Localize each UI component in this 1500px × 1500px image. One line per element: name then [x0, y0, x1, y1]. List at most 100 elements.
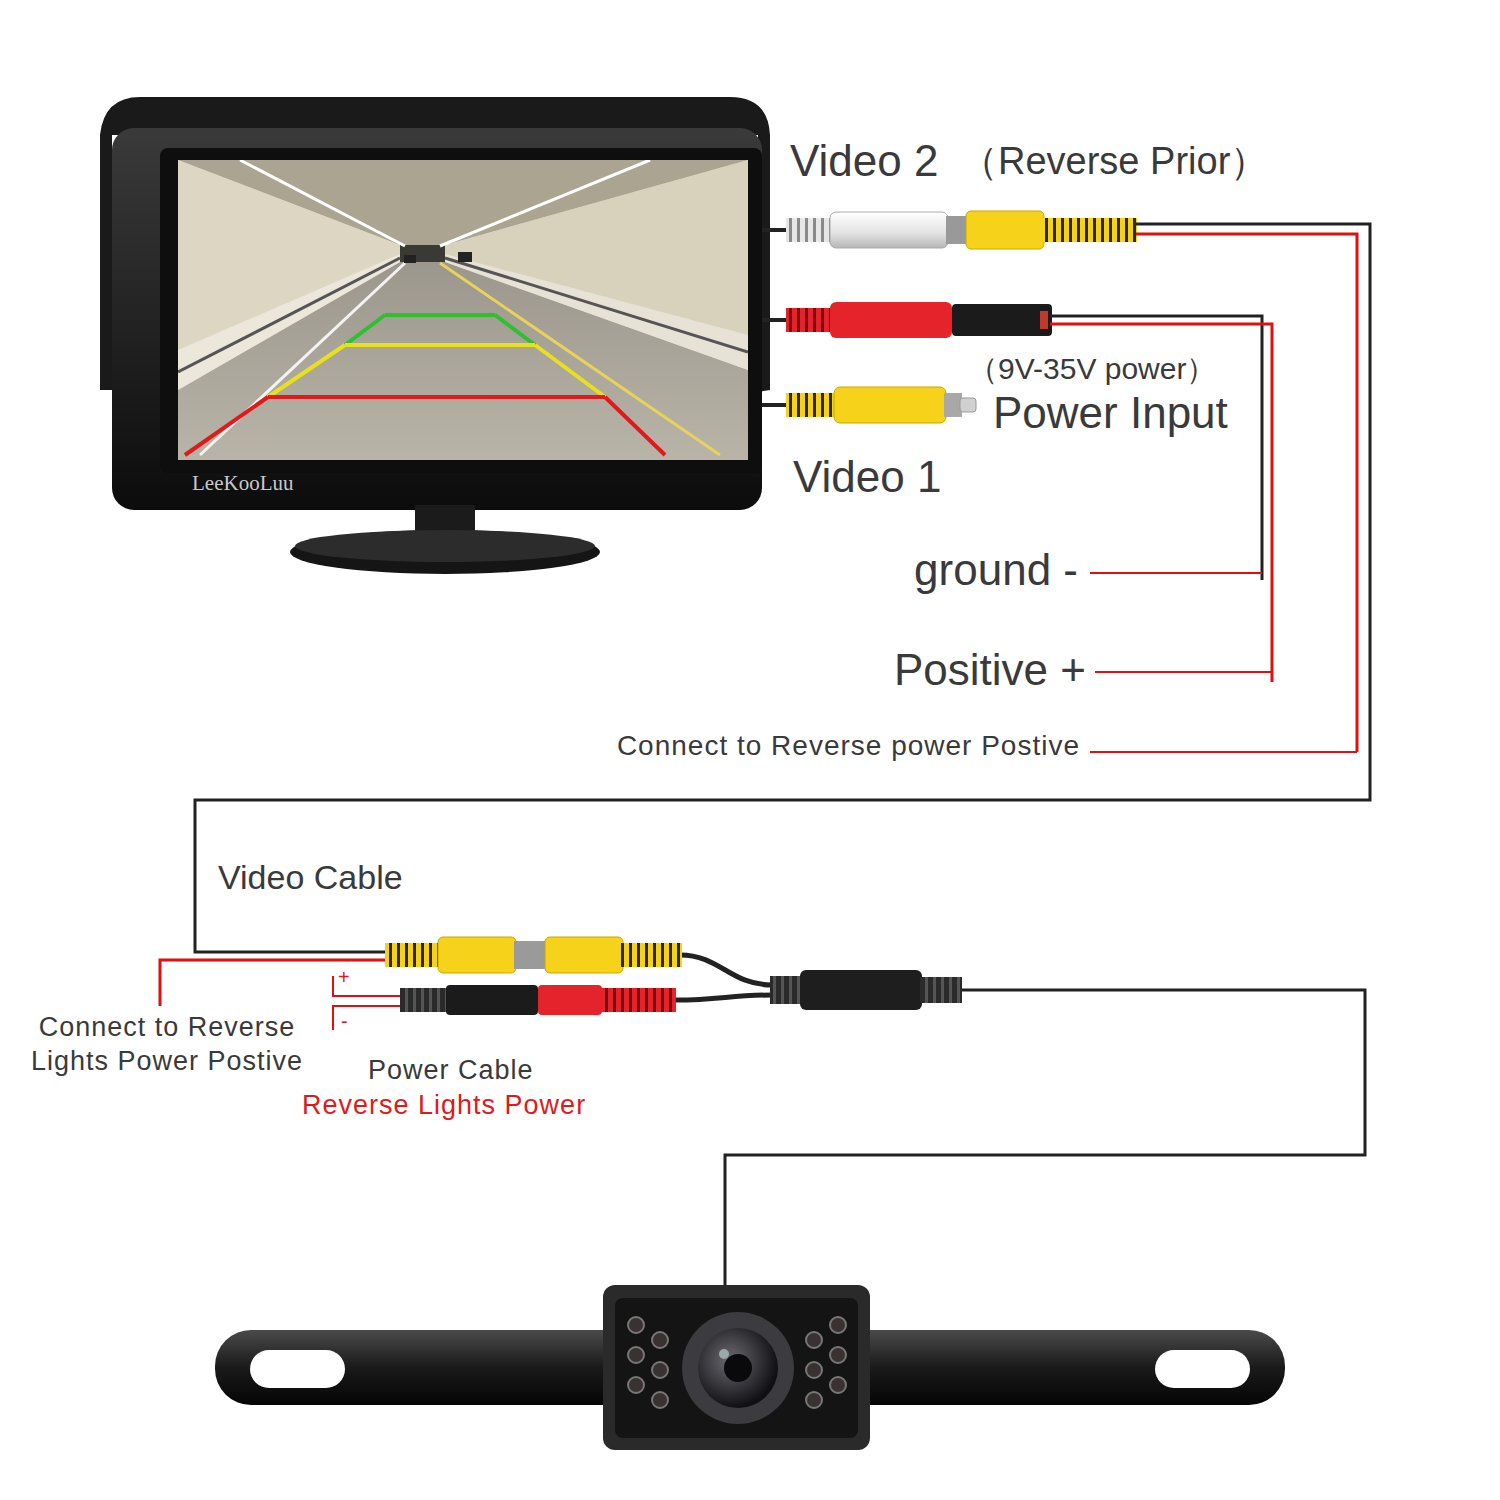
- camera-connectors: [446, 985, 538, 1015]
- cable-note: Reverse Lights Power: [302, 1090, 586, 1121]
- camera-view: [495, 315, 535, 345]
- wire-label: Positive +: [894, 645, 1086, 696]
- camera-view: [185, 315, 665, 455]
- license-plate-camera: [806, 1332, 822, 1348]
- camera-connectors: [438, 937, 516, 973]
- camera-view: [535, 345, 605, 397]
- camera-view: [345, 343, 535, 347]
- license-plate-camera: [628, 1317, 644, 1333]
- port-note-text: （Reverse Prior）: [960, 140, 1268, 182]
- monitor-housing: LeeKooLuu: [100, 95, 770, 510]
- wire-label-text: Positive +: [894, 645, 1086, 694]
- port-note: （Reverse Prior）: [960, 140, 1268, 184]
- wires: [680, 955, 772, 985]
- license-plate-camera: [719, 1349, 729, 1359]
- camera-connectors: [385, 943, 440, 967]
- port-name-text: Power Input: [993, 388, 1228, 437]
- video2-connector: [786, 218, 832, 242]
- wire-label-text: ground -: [914, 545, 1078, 594]
- license-plate-camera: [698, 1328, 778, 1408]
- camera-view: [404, 255, 416, 263]
- wires: [160, 224, 1370, 1292]
- camera-connectors: [770, 976, 802, 1004]
- cable-name: Power Cable: [368, 1055, 534, 1086]
- port-name-text: Video 2: [790, 136, 938, 185]
- license-plate-camera: [615, 1298, 858, 1438]
- wires: [725, 990, 1365, 1292]
- camera-view: [178, 160, 748, 460]
- camera-connectors: [600, 988, 676, 1012]
- camera-connectors: [620, 943, 682, 967]
- camera-connectors: [800, 970, 922, 1010]
- video1-connector: [944, 393, 962, 417]
- brand-name: LeeKooLuu: [192, 471, 293, 496]
- license-plate-camera: [603, 1285, 870, 1450]
- wire-note-text: Connect to Reverse power Postive: [617, 730, 1080, 761]
- license-plate-camera: [806, 1392, 822, 1408]
- camera-connectors: [514, 941, 546, 969]
- port-name: Video 2: [790, 136, 938, 187]
- camera-connectors: [385, 937, 962, 1015]
- wires: [1090, 751, 1357, 753]
- cable-name-text: Power Cable: [368, 1055, 534, 1085]
- monitor: [100, 97, 770, 574]
- video2-connector: [946, 216, 968, 244]
- camera-view: [605, 397, 665, 455]
- wires: [160, 960, 387, 1006]
- camera-connectors: [400, 988, 448, 1012]
- license-plate-camera: [724, 1354, 752, 1382]
- license-plate-camera: [250, 1350, 345, 1388]
- camera-view: [440, 263, 720, 455]
- video2-connector: [762, 211, 1137, 249]
- license-plate-camera: [628, 1377, 644, 1393]
- video1-connector: [762, 403, 788, 407]
- license-plate-camera: [652, 1392, 668, 1408]
- polarity-mark-text: +: [338, 966, 350, 988]
- camera-view: [178, 258, 400, 372]
- power-connector: [786, 308, 832, 332]
- monitor: [160, 148, 762, 473]
- license-plate-camera: [830, 1317, 846, 1333]
- camera-view: [345, 315, 385, 345]
- camera-view: [185, 397, 268, 455]
- video2-connector: [966, 211, 1044, 249]
- cable-name: Video Cable: [218, 858, 403, 897]
- monitor: [295, 530, 595, 562]
- video2-connector: [762, 228, 788, 232]
- power-connector: [762, 318, 788, 322]
- camera-view: [200, 263, 405, 455]
- video2-connector: [830, 212, 948, 248]
- camera-view: [385, 313, 495, 317]
- wire-label: ground -: [914, 545, 1078, 596]
- cable-note-text: Reverse Lights Power: [302, 1090, 586, 1120]
- polarity-mark: +: [338, 966, 350, 989]
- license-plate-camera: [628, 1347, 644, 1363]
- license-plate-camera: [682, 1312, 794, 1424]
- video1-connector: [786, 393, 836, 417]
- wire-note: Connect to Reverse Lights Power Postive: [8, 1010, 326, 1078]
- license-plate-camera: [652, 1362, 668, 1378]
- monitor: [112, 128, 762, 510]
- license-plate-camera: [830, 1347, 846, 1363]
- power-connector: [1040, 311, 1048, 329]
- video2-connector: [1042, 218, 1137, 242]
- camera-view: [268, 345, 345, 397]
- video1-connector: [762, 387, 976, 423]
- wires: [676, 995, 772, 1000]
- port-name: Video 1: [793, 452, 941, 503]
- camera-view: [445, 254, 748, 370]
- video1-connector: [834, 387, 946, 423]
- polarity-mark-text: -: [341, 1010, 348, 1032]
- camera-view: [445, 258, 748, 352]
- license-plate-camera: [806, 1362, 822, 1378]
- voltage-note: （9V-35V power）: [968, 352, 1216, 387]
- polarity-mark: -: [341, 1010, 348, 1033]
- power-connector: [952, 304, 1052, 336]
- wire-note-text: Connect to Reverse Lights Power Postive: [31, 1012, 303, 1076]
- camera-connectors: [538, 985, 602, 1015]
- video1-connector: [960, 398, 976, 412]
- camera-view: [400, 245, 445, 262]
- wires: [195, 224, 1370, 952]
- port-name-text: Video 1: [793, 452, 941, 501]
